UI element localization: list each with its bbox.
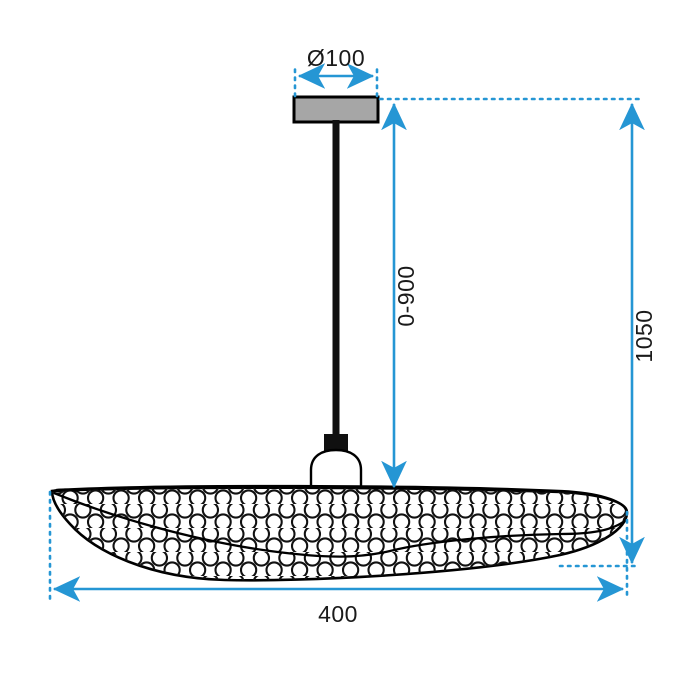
shade-left-tip xyxy=(51,488,79,493)
shade-perforation-texture xyxy=(52,487,628,581)
socket-connector xyxy=(324,434,348,452)
dim-label-canopy-diameter: Ø100 xyxy=(307,45,365,71)
dim-label-shade-width: 400 xyxy=(318,601,358,627)
suspension-cord xyxy=(332,120,340,435)
shade-inner-fold-line xyxy=(53,491,627,558)
dim-label-cord-drop: 0-900 xyxy=(393,265,419,326)
ceiling-canopy xyxy=(292,95,380,124)
shade-top-rim-line xyxy=(55,484,628,511)
dim-label-total-height: 1050 xyxy=(631,309,657,362)
lamp-socket xyxy=(309,448,363,494)
